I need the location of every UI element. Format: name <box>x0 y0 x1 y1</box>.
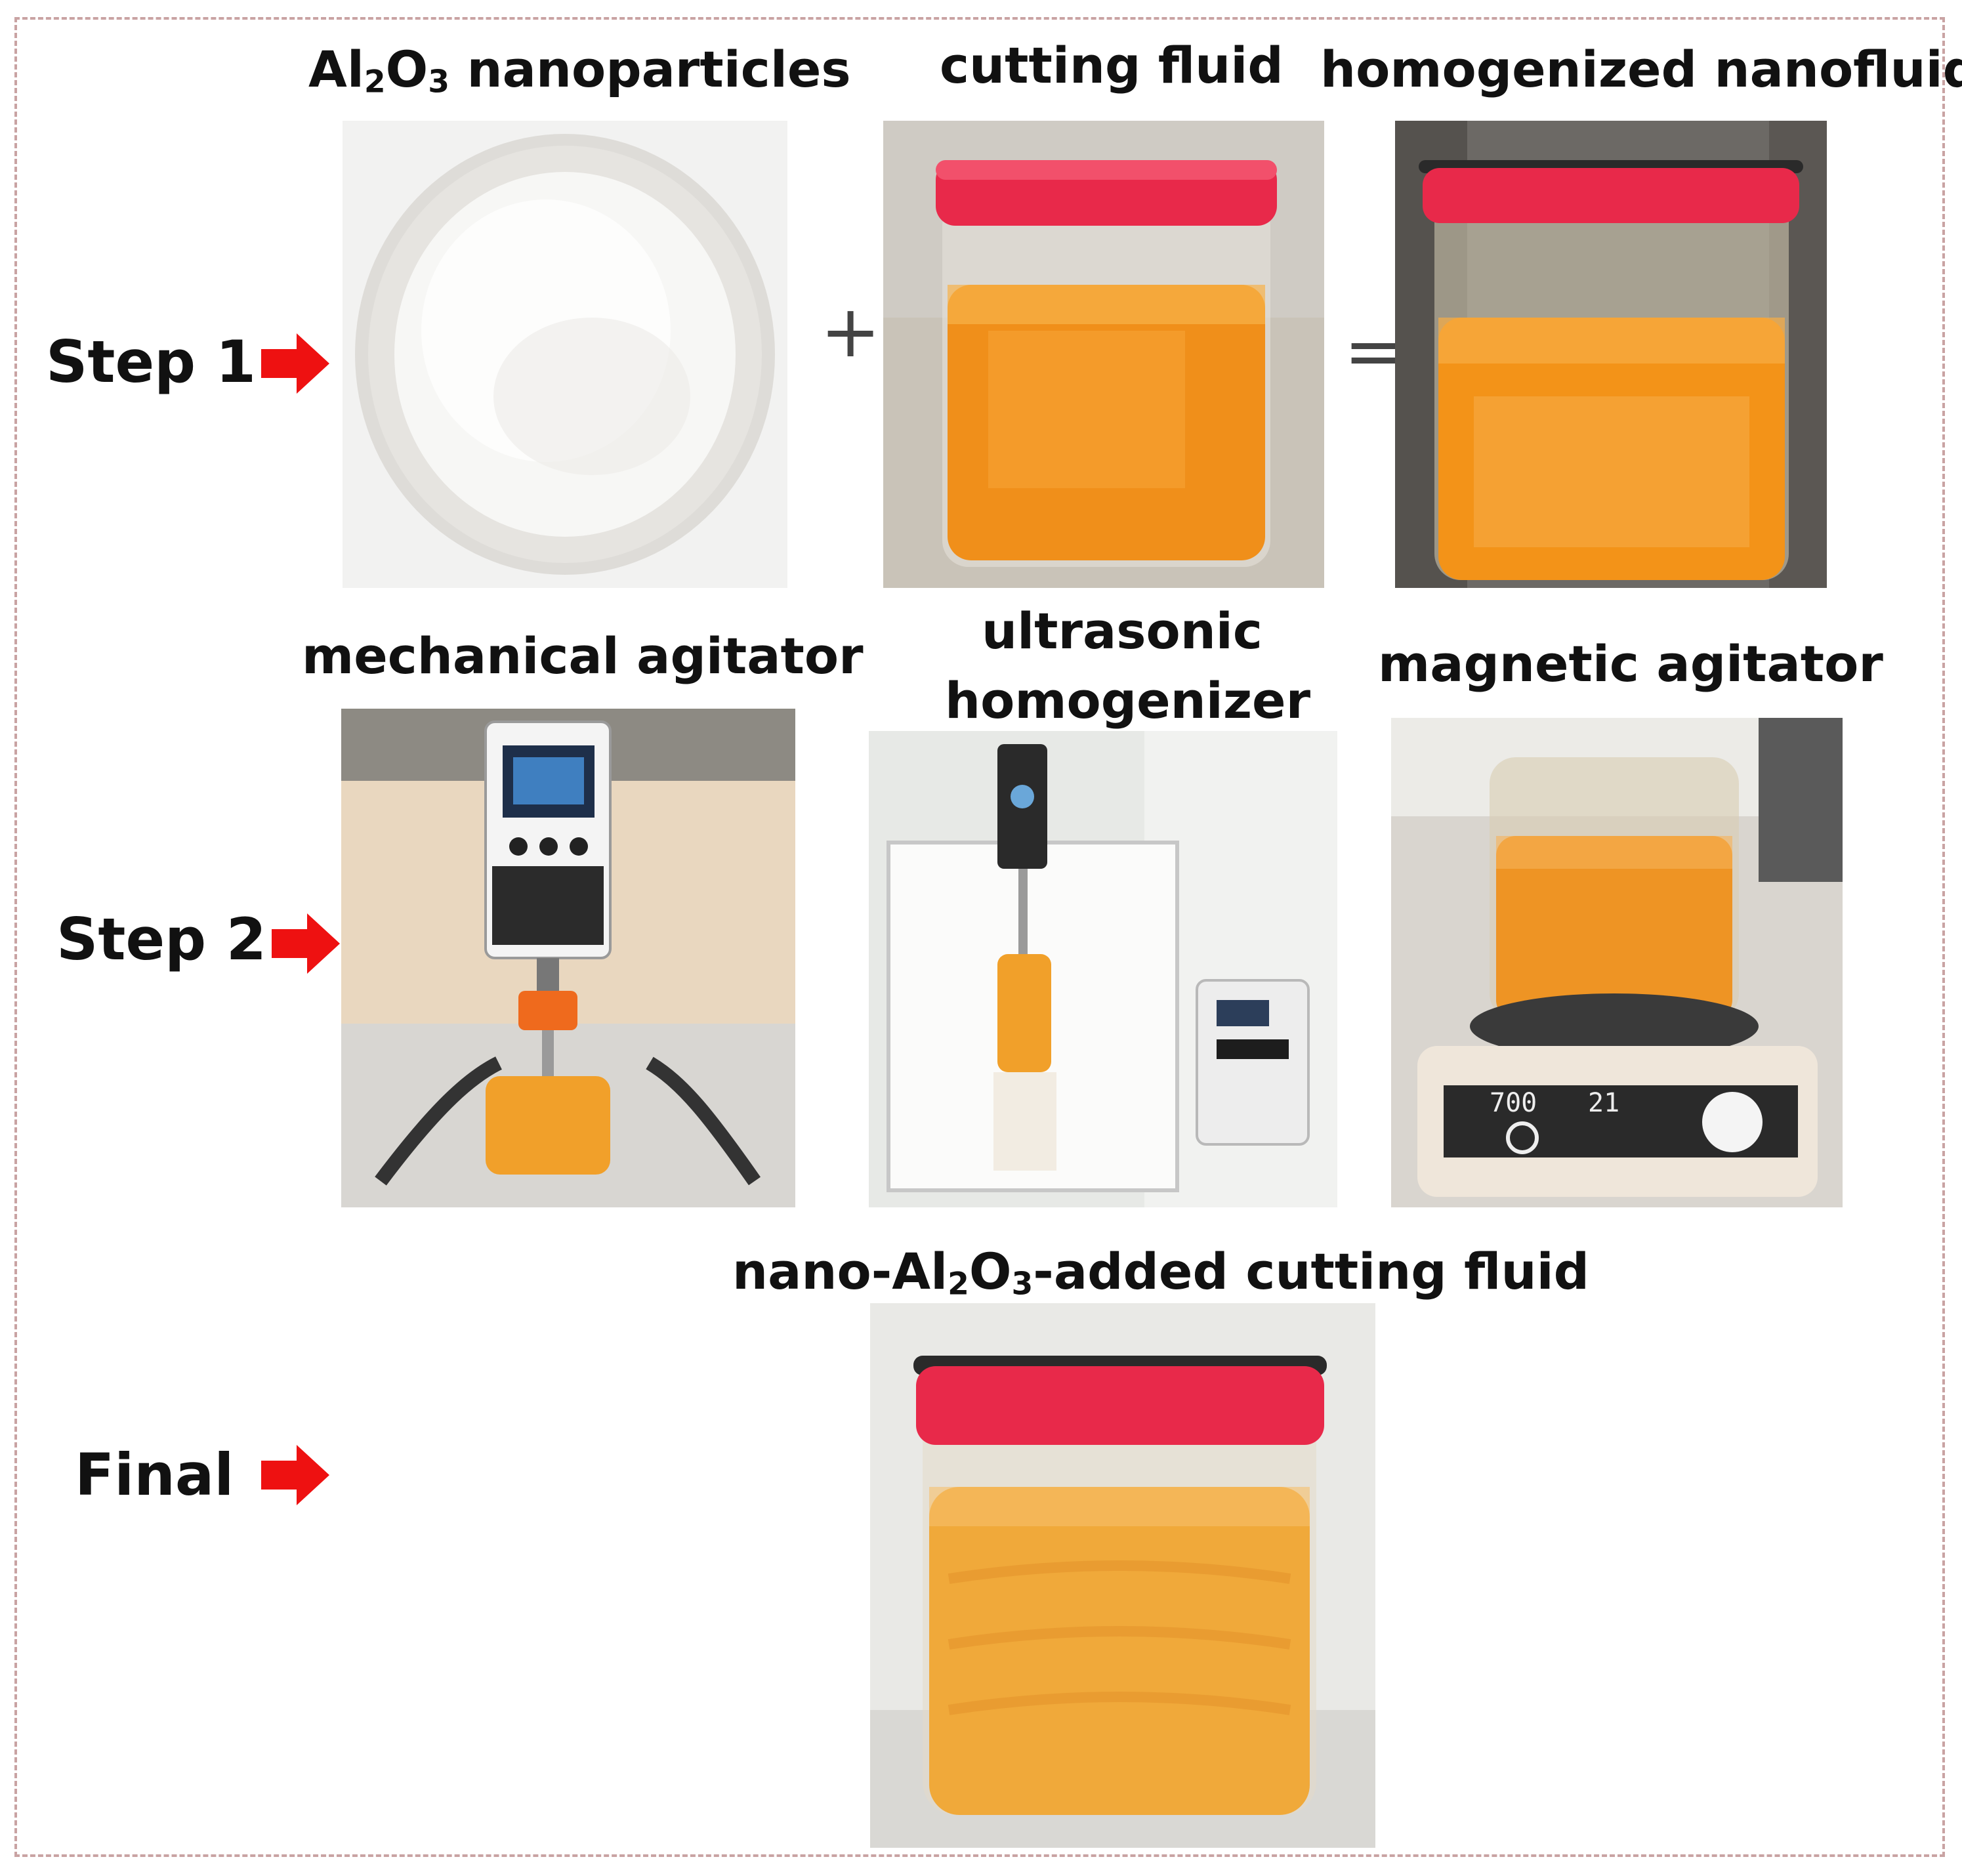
label-nano-al2o3-added-cutting-fluid: nano-Al2O3-added cutting fluid <box>732 1242 1590 1303</box>
photo-al2o3-powder <box>343 121 787 588</box>
right-arrow-icon <box>272 913 340 974</box>
photo-cutting-fluid-jar <box>883 121 1324 588</box>
right-arrow-icon <box>261 333 329 394</box>
label-homogenized-nanofluid: homogenized nanofluid <box>1320 40 1962 98</box>
step-2-label: Step 2 <box>56 906 266 973</box>
right-arrow-icon <box>261 1445 329 1505</box>
photo-mechanical-agitator <box>341 709 795 1207</box>
photo-magnetic-agitator: 700 21 <box>1391 718 1843 1207</box>
final-step-label: Final <box>75 1441 234 1509</box>
label-cutting-fluid: cutting fluid <box>940 36 1284 94</box>
figure-frame <box>14 17 1945 1857</box>
label-al2o3-nanoparticles: Al2O3 nanoparticles <box>308 40 851 100</box>
label-mechanical-agitator: mechanical agitator <box>302 627 864 685</box>
stirrer-temp-readout: 21 <box>1588 1088 1619 1118</box>
stirrer-speed-readout: 700 <box>1490 1088 1537 1118</box>
label-magnetic-agitator: magnetic agitator <box>1378 635 1883 693</box>
equals-sign: = <box>1344 309 1405 393</box>
step-1-label: Step 1 <box>46 328 256 396</box>
photo-ultrasonic-homogenizer <box>869 731 1337 1207</box>
plus-sign: + <box>820 289 881 373</box>
label-ultrasonic-line2: homogenizer <box>945 671 1311 730</box>
label-ultrasonic-line1: ultrasonic <box>982 602 1263 660</box>
photo-homogenized-nanofluid-jar <box>1395 121 1827 588</box>
photo-final-nanofluid-jar <box>870 1303 1375 1848</box>
